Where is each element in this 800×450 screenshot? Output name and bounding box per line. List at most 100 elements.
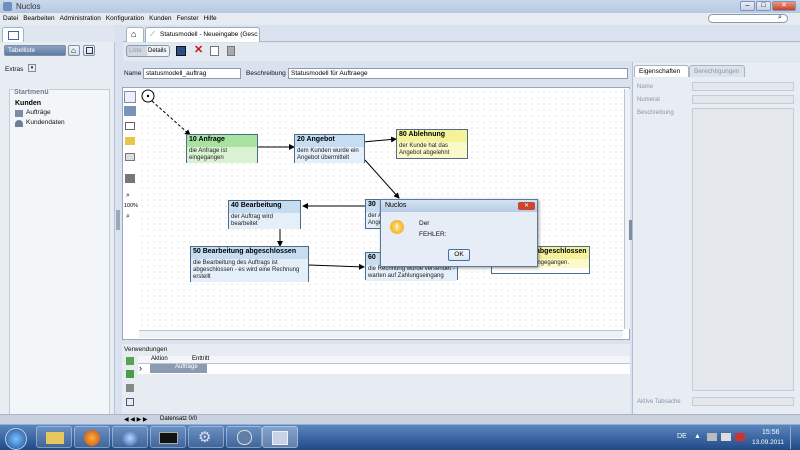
taskbar-settings[interactable]: ⚙ <box>188 426 224 448</box>
usages-tools <box>123 356 137 412</box>
filter-icon[interactable] <box>126 398 134 406</box>
dialog-close-button[interactable]: ✕ <box>518 202 535 210</box>
startmenu-item-auftraege[interactable]: Aufträge <box>26 109 51 116</box>
network-icon[interactable] <box>707 433 717 441</box>
col-enttritt[interactable]: Enttritt <box>192 356 210 362</box>
tabelliste-dropdown[interactable]: Tabelliste <box>4 45 66 56</box>
taskbar-postgres[interactable] <box>226 426 262 448</box>
state-title: 50 Bearbeitung abgeschlossen <box>191 247 308 259</box>
taskbar-nuclos[interactable] <box>262 426 298 448</box>
add-icon[interactable] <box>126 357 134 365</box>
zoom-level: 100% <box>124 203 139 209</box>
menu-konfiguration[interactable]: Konfiguration <box>105 15 145 22</box>
clock-date[interactable]: 13.09.2011 <box>752 439 785 446</box>
home-button[interactable]: ⌂ <box>68 45 80 56</box>
search-icon[interactable]: ⌕ <box>778 14 782 21</box>
zoom-in-icon[interactable]: ⌕ <box>126 192 130 199</box>
menu-kunden[interactable]: Kunden <box>149 15 172 22</box>
link-icon <box>86 47 93 54</box>
row-cell[interactable]: Aufträge <box>150 364 207 373</box>
aktive-tabsache-select[interactable] <box>692 397 794 406</box>
menu-administration[interactable]: Administration <box>59 15 101 22</box>
close-button[interactable]: ✕ <box>772 1 796 11</box>
horizontal-scrollbar[interactable] <box>139 330 623 338</box>
note-icon[interactable] <box>125 153 135 161</box>
nav-arrows-icon[interactable]: ◀ ◀ ▶ ▶ <box>124 417 148 423</box>
ok-button[interactable]: OK <box>448 249 470 261</box>
taskbar-thunderbird[interactable] <box>112 426 148 448</box>
state-40-bearbeitung[interactable]: 40 Bearbeitung der Auftrag wird bearbeit… <box>228 200 301 229</box>
menu-hilfe[interactable]: Hilfe <box>203 15 217 22</box>
splitter-handle[interactable] <box>116 210 120 230</box>
state-10-anfrage[interactable]: 10 Anfrage die Anfrage ist eingegangen <box>186 134 258 163</box>
add-row-icon[interactable] <box>126 370 134 378</box>
print-icon[interactable] <box>126 384 134 392</box>
taskbar-explorer[interactable] <box>36 426 72 448</box>
folder-icon <box>46 432 64 444</box>
clock-time[interactable]: 15:56 <box>762 429 780 436</box>
prop-numeral-field[interactable] <box>692 95 794 104</box>
tabelliste-label: Tabelliste <box>8 47 36 54</box>
beschreibung-field[interactable] <box>288 68 628 79</box>
volume-icon[interactable] <box>721 433 731 441</box>
folder-icon[interactable] <box>125 137 135 145</box>
state-50-bearbeitung-abgeschlossen[interactable]: 50 Bearbeitung abgeschlossen die Bearbei… <box>190 246 309 282</box>
taskbar-firefox[interactable] <box>74 426 110 448</box>
print-icon[interactable] <box>125 174 135 183</box>
print-icon[interactable] <box>227 46 235 56</box>
col-aktion[interactable]: Aktion <box>151 356 168 362</box>
transition-tool-icon[interactable] <box>125 122 135 130</box>
tab-berechtigungen[interactable]: Berechtigungen <box>689 65 745 77</box>
details-toggle[interactable]: Details <box>147 46 169 56</box>
home-tab[interactable]: ⌂ <box>126 27 144 42</box>
link-button[interactable] <box>83 45 95 56</box>
transition-20-30[interactable] <box>364 159 400 199</box>
state-title: 80 Ablehnung <box>397 130 467 142</box>
splitter-handle-right[interactable] <box>629 220 632 240</box>
state-description: die Rechnung wurde versendet - warten au… <box>366 265 457 281</box>
tree-icon <box>8 31 19 40</box>
extras-menu[interactable]: Extras <box>5 66 24 73</box>
name-field[interactable] <box>143 68 241 79</box>
state-20-angebot[interactable]: 20 Angebot dem Kunden wurde ein Angebot … <box>294 134 365 163</box>
start-transition[interactable] <box>151 100 191 136</box>
tab-eigenschaften[interactable]: Eigenschaften <box>634 65 689 77</box>
prop-name-field[interactable] <box>692 82 794 91</box>
search-input[interactable] <box>708 14 788 23</box>
table-row[interactable]: › Aufträge <box>138 363 630 374</box>
language-indicator[interactable]: DE <box>677 433 687 440</box>
tray-arrow-icon[interactable]: ▲ <box>694 433 701 440</box>
startmenu-item-kundendaten[interactable]: Kundendaten <box>26 119 65 126</box>
delete-icon[interactable]: ✕ <box>194 44 204 56</box>
pointer-tool-icon[interactable] <box>124 91 136 103</box>
flag-icon[interactable] <box>735 433 745 441</box>
transition-20-80[interactable] <box>362 136 397 143</box>
state-tool-icon[interactable] <box>124 106 136 116</box>
new-icon[interactable] <box>210 46 219 56</box>
state-description: die Anfrage ist eingegangen <box>187 147 257 163</box>
chevron-down-icon[interactable]: ▾ <box>28 64 36 72</box>
menu-datei[interactable]: Datei <box>3 15 19 22</box>
liste-toggle[interactable]: Liste <box>129 48 142 54</box>
tree-tab[interactable] <box>2 27 24 43</box>
zoom-out-icon[interactable]: ⌕ <box>126 213 130 220</box>
menu-bearbeiten[interactable]: Bearbeiten <box>23 15 55 22</box>
maximize-button[interactable]: □ <box>756 1 771 11</box>
usages-header: Aktion Enttritt <box>138 356 630 364</box>
save-icon[interactable] <box>176 46 186 56</box>
taskbar-console[interactable] <box>150 426 186 448</box>
home-icon: ⌂ <box>131 29 137 39</box>
state-80-ablehnung[interactable]: 80 Ablehnung der Kunde hat das Angebot a… <box>396 129 468 159</box>
start-button[interactable] <box>5 428 27 450</box>
minimize-button[interactable]: – <box>740 1 755 11</box>
tab-statusmodell[interactable]: ⟋ Statusmodell - Neueingabe (Gesc <box>145 27 260 42</box>
menu-fenster[interactable]: Fenster <box>176 15 199 22</box>
tab-label: Statusmodell - Neueingabe (Gesc <box>160 31 258 38</box>
usages-title: Verwendungen <box>124 346 168 353</box>
prop-beschreibung-field[interactable] <box>692 108 794 391</box>
dialog-message-line1: Der <box>419 220 430 227</box>
vertical-scrollbar[interactable] <box>624 89 630 329</box>
state-title: 10 Anfrage <box>187 135 257 147</box>
show-desktop-button[interactable] <box>790 426 799 449</box>
transition-50-60[interactable] <box>308 263 365 270</box>
